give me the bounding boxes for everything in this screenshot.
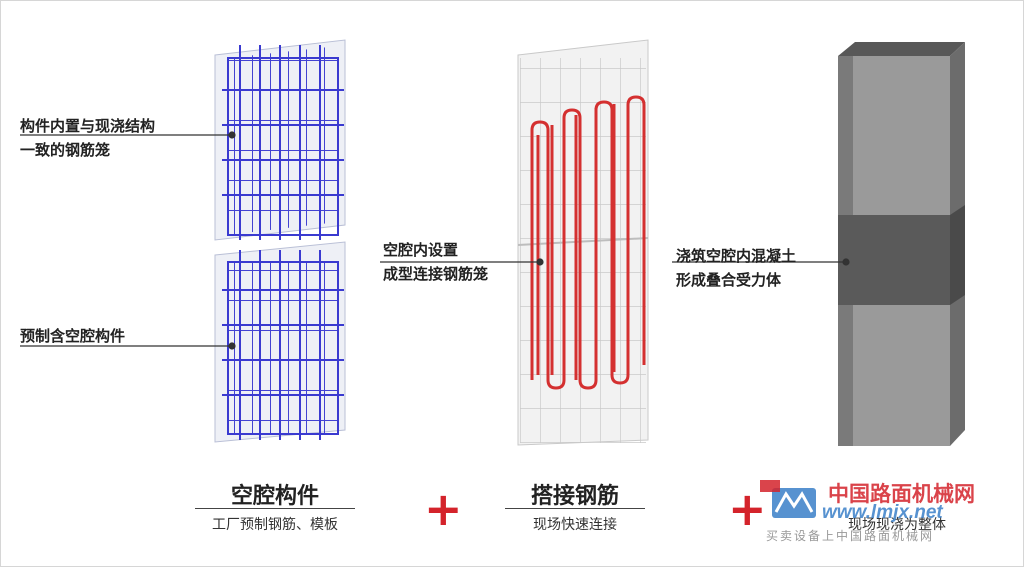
watermark-slogan: 买卖设备上中国路面机械网 [766,529,935,543]
watermark-url: www.lmjx.net [822,502,943,523]
callout-connection-cage: 空腔内设置成型连接钢筋笼 [383,241,489,283]
callout-cast-concrete: 浇筑空腔内混凝土形成叠合受力体 [676,247,797,289]
plus-sign-1: + [424,482,463,536]
cast-concrete-wall [838,42,965,446]
plus-sign-2: + [728,482,767,536]
step3-subtitle: 现场现浇为整体 [848,517,946,533]
callout-precast-hollow: 预制含空腔构件 [20,327,126,345]
watermark-brand: 中国路面机械网 [828,483,975,506]
step2-underline [505,508,645,509]
top-hollow-panel [214,39,346,241]
bottom-hollow-panel [214,241,346,443]
step2-subtitle: 现场快速连接 [533,517,617,533]
watermark-logo [760,480,816,518]
step1-subtitle: 工厂预制钢筋、模板 [212,517,338,533]
step2-title: 搭接钢筋 [530,484,619,509]
callout-integrated-cage: 构件内置与现浇结构一致的钢筋笼 [20,117,156,159]
step1-title: 空腔构件 [230,484,319,509]
step1-underline [195,508,355,509]
middle-panel-with-red-cage [517,39,649,446]
